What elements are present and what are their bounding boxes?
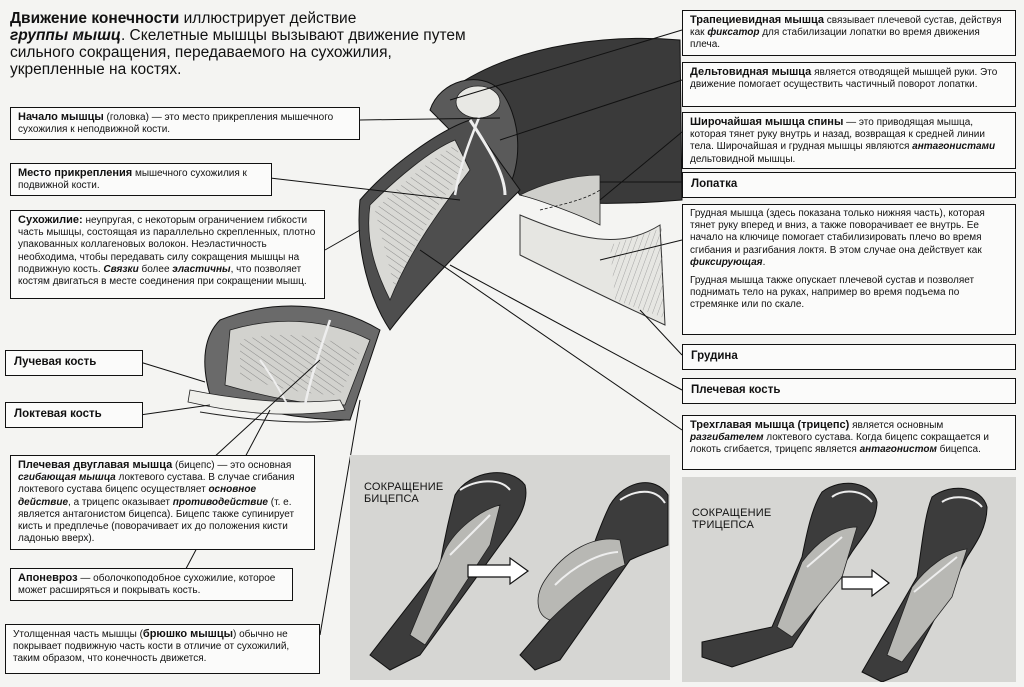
pectoral-p1end: .	[762, 256, 766, 268]
triceps-panel-label-1: СОКРАЩЕНИЕ	[692, 507, 772, 519]
aponeurosis-text: — оболочкоподобное сухожилие, которое мо…	[18, 573, 276, 597]
belly-title: брюшко мышцы	[142, 628, 233, 640]
ulna-label: Локтевая кость	[5, 402, 143, 428]
trapezius-title: Трапециевидная мышца	[690, 14, 824, 26]
insertion-box: Место прикрепления мышечного сухожилия к…	[10, 163, 272, 196]
biceps-box: Плечевая двуглавая мышца (бицепс) — это …	[10, 455, 315, 550]
biceps-arm-diagrams	[369, 472, 669, 671]
sternum-label: Грудина	[682, 344, 1016, 370]
pectoral-em: фиксирующая	[690, 256, 763, 268]
intro-text: Движение конечности иллюстрирует действи…	[10, 10, 470, 78]
trapezius-text2: для стабилизации лопатки во время движен…	[690, 27, 980, 51]
tendon-title: Сухожилие:	[18, 214, 83, 226]
biceps-em2: основное действие	[18, 484, 257, 508]
latissimus-title: Широчайшая мышца спины	[690, 116, 844, 128]
triceps-arm-diagrams	[701, 482, 988, 682]
intro-group-bold: группы мышц	[10, 27, 121, 44]
triceps-text2: локтевого сустава. Когда бицепс сокращае…	[690, 432, 989, 456]
trapezius-em: фиксатор	[707, 27, 760, 39]
biceps-text3: , а трицепс оказывает	[68, 496, 173, 508]
triceps-em1: разгибателем	[690, 432, 764, 444]
biceps-text4: (т. е. является антагонистом бицепса). Б…	[18, 496, 295, 545]
latissimus-text2: дельтовидной мышцы.	[690, 153, 796, 165]
biceps-panel-label-2: БИЦЕПСА	[364, 493, 419, 505]
triceps-contraction-panel: СОКРАЩЕНИЕ ТРИЦЕПСА	[682, 477, 1016, 682]
biceps-panel-label: СОКРАЩЕНИЕ БИЦЕПСА	[364, 481, 443, 505]
pectoral-p2: Грудная мышца также опускает плечевой су…	[690, 275, 975, 311]
intro-rest: . Скелетные мышцы вызывают движение путе…	[10, 27, 466, 78]
biceps-text1: (бицепс) — это основная	[172, 460, 292, 471]
tendon-text3: , что позволяет костям двигаться в месте…	[18, 263, 307, 288]
triceps-em2: антагонистом	[859, 444, 937, 456]
intro-lead-rest: иллюстрирует действие	[179, 10, 357, 27]
biceps-em3: противодействие	[172, 496, 268, 508]
triceps-panel-label: СОКРАЩЕНИЕ ТРИЦЕПСА	[692, 507, 771, 531]
tendon-em: Связки	[103, 263, 139, 275]
origin-box: Начало мышцы (головка) — это место прикр…	[10, 107, 360, 140]
triceps-panel-label-2: ТРИЦЕПСА	[692, 519, 754, 531]
scapula-label: Лопатка	[682, 172, 1016, 198]
belly-box: Утолщенная часть мышцы (брюшко мышцы) об…	[5, 624, 320, 674]
origin-text: (головка) — это место прикрепления мышеч…	[18, 112, 334, 136]
tendon-text1: неупругая, с некоторым ограничением гибк…	[18, 215, 316, 275]
belly-text1: Утолщенная часть мышцы (	[13, 629, 143, 640]
biceps-title: Плечевая двуглавая мышца	[18, 459, 173, 471]
latissimus-em: антагонистами	[912, 141, 996, 153]
trapezius-text1: связывает плечевой сустав, действуя как	[690, 15, 1002, 39]
origin-title: Начало мышцы	[18, 111, 104, 123]
pectoral-p1: Грудная мышца (здесь показана только ниж…	[690, 208, 985, 256]
insertion-text: мышечного сухожилия к подвижной кости.	[18, 168, 247, 192]
intro-lead-bold: Движение конечности	[10, 10, 180, 27]
biceps-text2: локтевого сустава. В случае сгибания лок…	[18, 472, 295, 496]
deltoid-title: Дельтовидная мышца	[690, 66, 812, 78]
trapezius-box: Трапециевидная мышца связывает плечевой …	[682, 10, 1016, 56]
triceps-text3: бицепса.	[936, 444, 981, 456]
deltoid-text: является отводящей мышцей руки. Это движ…	[690, 67, 998, 91]
latissimus-box: Широчайшая мышца спины — это приводящая …	[682, 112, 1016, 169]
radius-label: Лучевая кость	[5, 350, 143, 376]
tendon-em2: эластичны	[172, 263, 231, 275]
humerus-label: Плечевая кость	[682, 378, 1016, 404]
biceps-contraction-panel: СОКРАЩЕНИЕ БИЦЕПСА	[350, 455, 670, 680]
tendon-text2: более	[138, 263, 173, 275]
insertion-title: Место прикрепления	[18, 167, 133, 179]
deltoid-box: Дельтовидная мышца является отводящей мы…	[682, 62, 1016, 107]
belly-text2: ) обычно не покрывает подвижную часть ко…	[13, 629, 290, 665]
biceps-em1: сгибающая мышца	[18, 472, 116, 484]
aponeurosis-box: Апоневроз — оболочкоподобное сухожилие, …	[10, 568, 293, 601]
tendon-box: Сухожилие: неупругая, с некоторым ограни…	[10, 210, 325, 299]
triceps-text1: является основным	[849, 420, 944, 431]
latissimus-text1: — это приводящая мышца, которая тянет ру…	[690, 117, 985, 153]
aponeurosis-title: Апоневроз	[18, 572, 78, 584]
triceps-box: Трехглавая мышца (трицепс) является осно…	[682, 415, 1016, 470]
pectoral-box: Грудная мышца (здесь показана только ниж…	[682, 204, 1016, 335]
triceps-title: Трехглавая мышца (трицепс)	[690, 419, 850, 431]
biceps-panel-label-1: СОКРАЩЕНИЕ	[364, 481, 444, 493]
